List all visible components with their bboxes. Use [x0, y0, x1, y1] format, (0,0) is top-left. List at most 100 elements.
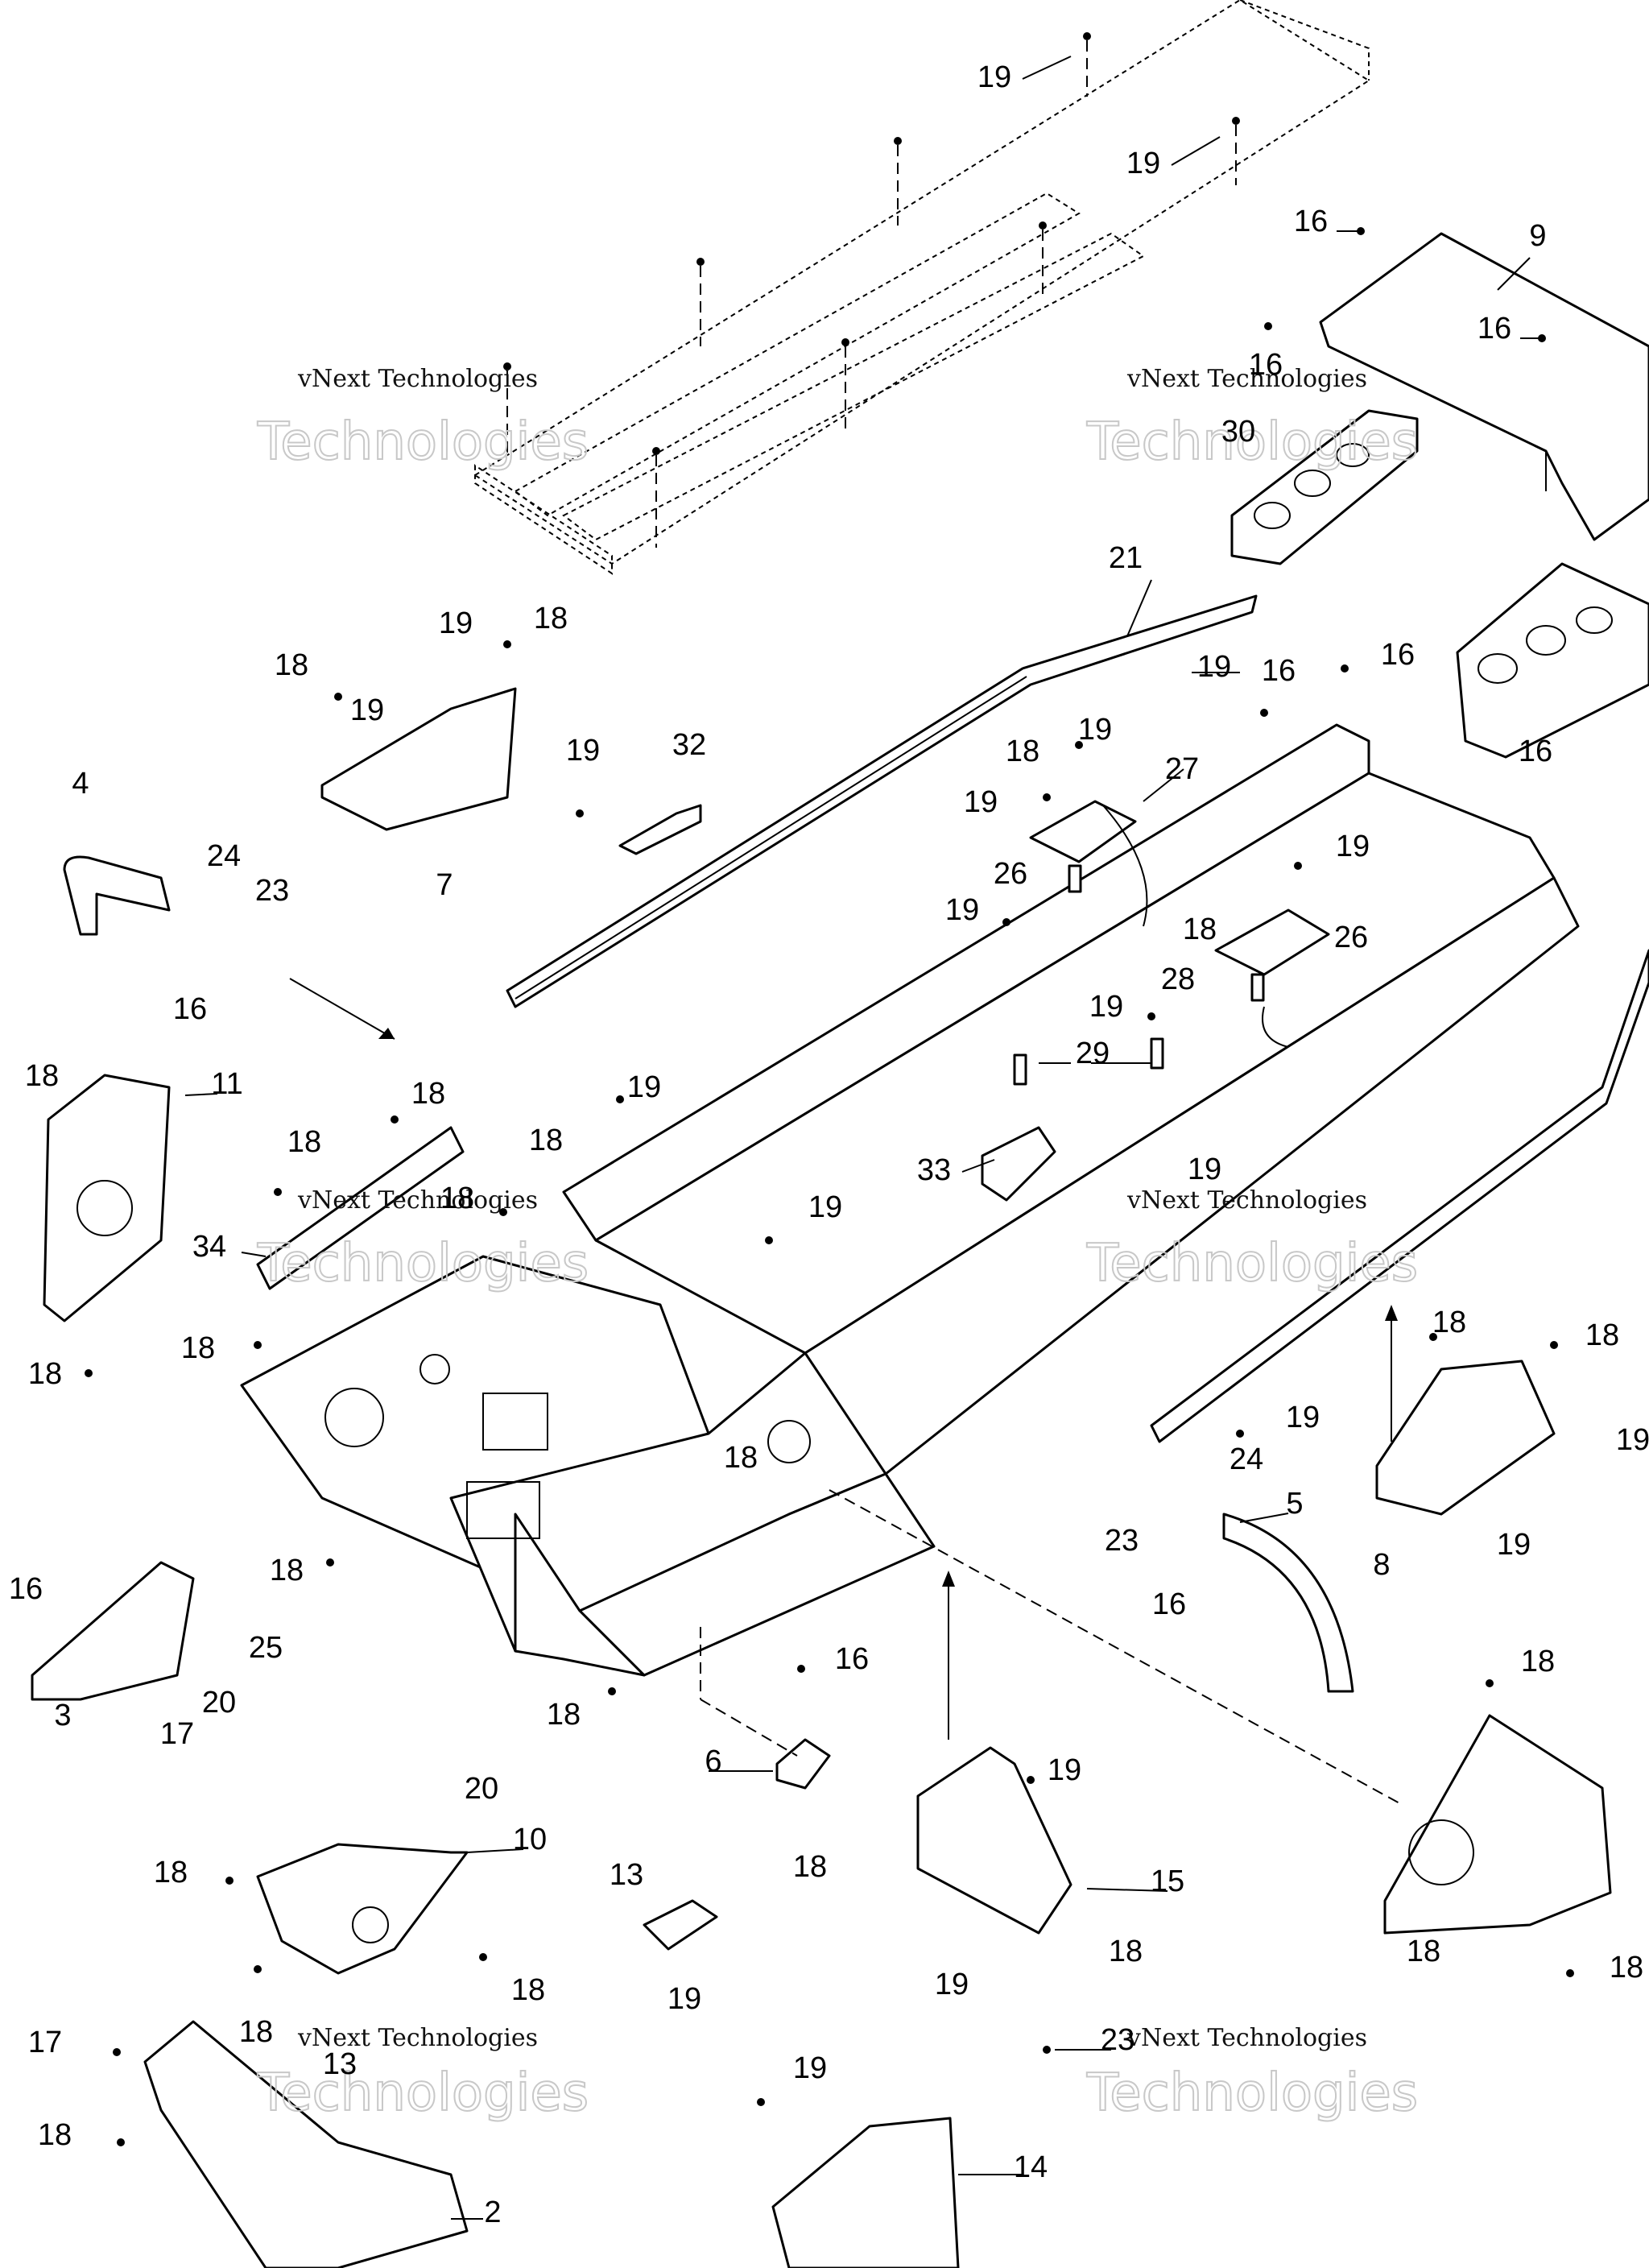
callout-18: 18	[1610, 1951, 1643, 1984]
callout-25: 25	[249, 1631, 283, 1665]
part-13-clip	[643, 1899, 718, 1951]
callout-16: 16	[1152, 1587, 1186, 1621]
callout-16: 16	[1249, 348, 1283, 382]
callout-20: 20	[202, 1686, 236, 1720]
part-7-bracket	[320, 687, 517, 831]
callout-18: 18	[511, 1973, 545, 2007]
callout-18: 18	[275, 648, 308, 682]
svg-text:vNext Technologies: vNext Technologies	[297, 2024, 538, 2052]
callout-7: 7	[436, 868, 453, 902]
callout-34: 34	[192, 1230, 226, 1264]
callout-18: 18	[270, 1554, 304, 1587]
watermark-bottom-right: Technologies vNext Technologies	[1085, 2024, 1419, 2124]
callout-11: 11	[211, 1067, 242, 1101]
callout-16: 16	[1477, 312, 1511, 346]
callout-18: 18	[181, 1331, 215, 1365]
seat-base-outline	[473, 0, 1370, 575]
callout-18: 18	[793, 1850, 827, 1884]
watermark-top-right: Technologies vNext Technologies	[1085, 365, 1419, 473]
callout-19: 19	[1336, 830, 1370, 863]
part-34-strip	[256, 1126, 465, 1290]
fastener-dots	[85, 32, 1574, 2146]
callout-18: 18	[287, 1125, 321, 1159]
callout-2: 2	[484, 2196, 501, 2229]
callout-3: 3	[54, 1699, 71, 1732]
callout-19: 19	[566, 734, 600, 768]
callout-29: 29	[1076, 1037, 1110, 1070]
callout-16: 16	[835, 1642, 869, 1676]
part-3-mount	[31, 1561, 195, 1701]
callout-19: 19	[439, 606, 473, 640]
callout-16: 16	[1381, 638, 1415, 672]
callout-18: 18	[529, 1124, 563, 1157]
callout-17: 17	[28, 2026, 62, 2059]
part-11-plate	[43, 1074, 171, 1322]
callout-19: 19	[793, 2051, 827, 2085]
svg-text:Technologies: Technologies	[257, 412, 589, 472]
callout-4: 4	[72, 767, 89, 801]
svg-text:Technologies: Technologies	[1086, 412, 1418, 472]
svg-text:Technologies: Technologies	[257, 1234, 589, 1293]
callout-19: 19	[627, 1070, 661, 1104]
watermark-bottom-left: Technologies vNext Technologies	[256, 2024, 589, 2124]
callout-18: 18	[28, 1357, 62, 1391]
callout-28: 28	[1161, 962, 1195, 996]
callout-18: 18	[38, 2118, 72, 2152]
callout-18: 18	[534, 602, 568, 635]
callout-16: 16	[9, 1572, 43, 1606]
callout-19: 19	[1197, 650, 1231, 684]
callout-16: 16	[1262, 654, 1296, 688]
callout-33: 33	[917, 1153, 951, 1187]
part-2-bracket	[143, 2020, 469, 2268]
callout-19: 19	[1078, 713, 1112, 747]
watermark-top-left: Technologies vNext Technologies	[256, 365, 589, 473]
callout-19: 19	[1089, 990, 1123, 1024]
callout-14: 14	[1014, 2150, 1048, 2184]
svg-text:vNext Technologies: vNext Technologies	[1126, 2024, 1367, 2052]
callout-18: 18	[1585, 1318, 1619, 1352]
callout-18: 18	[154, 1856, 188, 1889]
svg-text:vNext Technologies: vNext Technologies	[297, 1186, 538, 1215]
callout-18: 18	[1432, 1306, 1466, 1339]
part-33-bracket	[981, 1126, 1056, 1202]
part-5-strap	[1222, 1513, 1354, 1693]
part-21-rail	[506, 594, 1258, 1008]
svg-text:vNext Technologies: vNext Technologies	[297, 365, 538, 393]
callout-18: 18	[724, 1441, 758, 1475]
right-rail	[1150, 949, 1649, 1443]
part-15-bracket	[916, 1746, 1072, 1935]
callout-24: 24	[1230, 1442, 1263, 1476]
callout-17: 17	[160, 1717, 194, 1751]
callout-32: 32	[672, 728, 706, 762]
callout-18: 18	[1006, 735, 1039, 768]
assembly-lines	[289, 40, 1402, 1805]
callout-27: 27	[1165, 752, 1199, 786]
callout-18: 18	[1407, 1935, 1440, 1968]
part-4-handle	[63, 855, 171, 936]
part-6-clip	[775, 1738, 831, 1790]
callout-18: 18	[440, 1182, 474, 1215]
callout-16: 16	[1294, 205, 1328, 238]
callout-21: 21	[1109, 541, 1143, 575]
callout-19: 19	[1188, 1153, 1221, 1186]
callout-23: 23	[1101, 2023, 1134, 2057]
callout-9: 9	[1529, 219, 1546, 253]
svg-text:Technologies: Technologies	[257, 2063, 589, 2123]
callout-18: 18	[239, 2015, 273, 2049]
callout-16: 16	[1519, 735, 1552, 768]
part-12-mount	[1383, 1714, 1612, 1935]
callout-13: 13	[323, 2047, 357, 2081]
watermark-mid-left: Technologies vNext Technologies	[256, 1186, 589, 1294]
part-27-clamp	[1029, 800, 1137, 863]
part-29-standoff	[1013, 1037, 1164, 1086]
part-8-bracket	[1375, 1360, 1556, 1516]
callout-19: 19	[1126, 147, 1160, 180]
callout-26: 26	[994, 857, 1027, 891]
callout-6: 6	[705, 1744, 721, 1778]
callout-19: 19	[667, 1982, 701, 2016]
callout-19: 19	[1497, 1528, 1531, 1562]
part-9-rear-box	[1319, 232, 1649, 541]
callout-16: 16	[173, 992, 207, 1026]
